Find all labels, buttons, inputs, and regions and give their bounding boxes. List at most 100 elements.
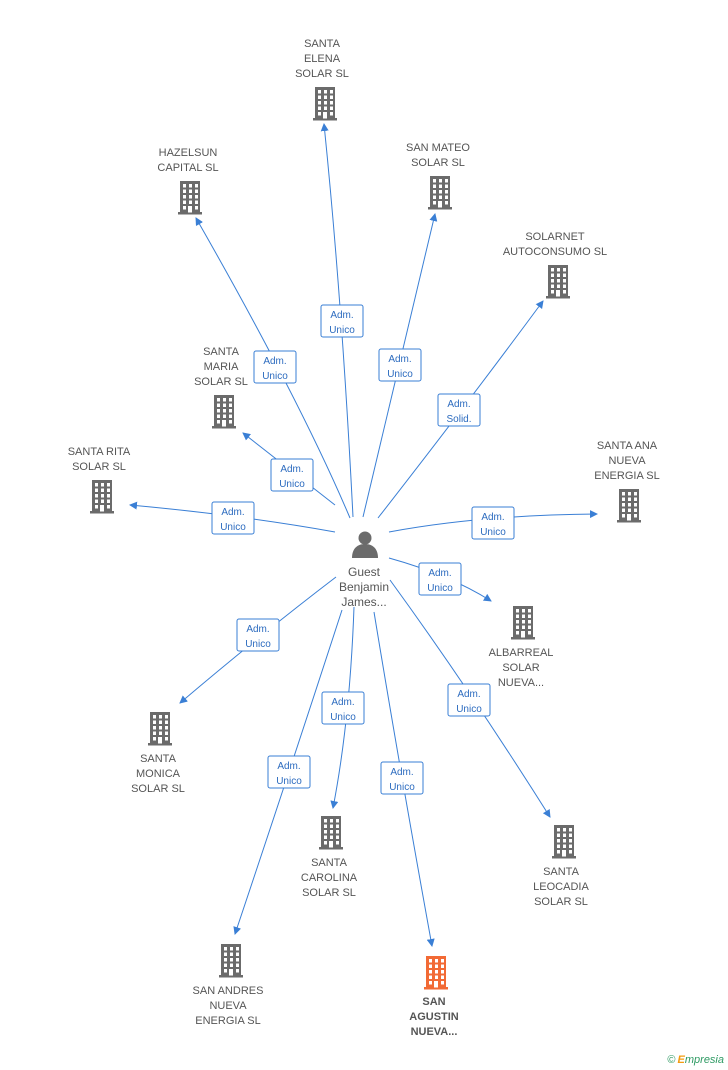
role-label[interactable]: Adm. Unico — [447, 683, 491, 717]
person-label-line-3: James... — [341, 595, 386, 609]
edge-santa-rita: Adm.Unico — [129, 501, 336, 535]
company-label-line-2: AUTOCONSUMO SL — [503, 246, 607, 258]
edge-albarreal: Adm.Unico — [388, 557, 492, 602]
role-label[interactable]: Adm. Unico — [321, 691, 365, 725]
role-label[interactable]: Adm.Unico — [270, 458, 314, 492]
role-label[interactable]: Adm. Unico — [320, 304, 364, 338]
company-label-line-1: SANTA RITA — [68, 446, 131, 458]
edge-santa-carolina: Adm. Unico — [321, 606, 365, 809]
building-icon — [552, 825, 576, 859]
company-node-san-agustin[interactable]: SAN AGUSTIN NUEVA... — [409, 956, 459, 1038]
role-label[interactable]: Adm.Unico — [267, 755, 311, 789]
brand-logo[interactable]: ©Empresia — [667, 1054, 724, 1066]
company-label-line-3: SOLAR SL — [194, 376, 248, 388]
building-icon — [428, 176, 452, 210]
role-label-line-1: Adm. — [388, 354, 411, 365]
role-label-line-2: Unico — [330, 712, 356, 723]
role-label[interactable]: Adm. Unico — [378, 348, 422, 382]
company-label-line-3: ENERGIA SL — [195, 1015, 260, 1027]
edge-santa-monica: Adm. Unico — [179, 576, 337, 704]
role-label-line-1: Adm. — [246, 624, 269, 635]
edge-santa-elena: Adm. Unico — [320, 123, 364, 518]
role-label[interactable]: Adm.Unico — [418, 562, 462, 596]
company-label-line-1: HAZELSUN — [159, 147, 218, 159]
role-label-line-2: Unico — [387, 369, 413, 380]
role-label-line-1: Adm. — [263, 356, 286, 367]
building-icon — [178, 181, 202, 215]
role-label[interactable]: Adm.Unico — [471, 506, 515, 540]
role-label-line-2: Solid. — [446, 414, 471, 425]
role-label-line-1: Adm. — [481, 512, 504, 523]
company-label-line-2: SOLAR SL — [72, 461, 126, 473]
edge-san-agustin: Adm. Unico — [373, 611, 435, 947]
edge-hazelsun: Adm. Unico — [195, 217, 351, 519]
role-label[interactable]: Adm.Unico — [211, 501, 255, 535]
role-label[interactable]: Adm. Unico — [380, 761, 424, 795]
role-label-line-2: Unico — [279, 479, 305, 490]
edge-santa-maria: Adm.Unico — [242, 432, 336, 506]
building-icon — [148, 712, 172, 746]
company-label-line-3: SOLAR SL — [534, 896, 588, 908]
edge-san-mateo: Adm. Unico — [362, 213, 438, 518]
building-icon — [424, 956, 448, 990]
person-node[interactable]: Guest Benjamin James... — [339, 531, 389, 610]
building-icon — [313, 87, 337, 121]
role-label[interactable]: Adm. Solid. — [437, 393, 481, 427]
company-label-line-1: SANTA — [543, 866, 580, 878]
company-label-line-2: AGUSTIN — [409, 1011, 459, 1023]
company-node-albarreal[interactable]: ALBARREALSOLARNUEVA... — [489, 606, 554, 689]
building-icon — [617, 489, 641, 523]
role-label-line-1: Adm. — [331, 697, 354, 708]
company-label-line-1: SOLARNET — [525, 231, 585, 243]
brand-name: mpresia — [684, 1054, 724, 1066]
company-node-solarnet[interactable]: SOLARNET AUTOCONSUMO SL — [503, 231, 607, 299]
role-label-line-2: Unico — [245, 639, 271, 650]
company-label-line-2: MONICA — [136, 768, 181, 780]
company-label-line-3: NUEVA... — [411, 1026, 458, 1038]
role-label-line-2: Unico — [329, 325, 355, 336]
person-label-line-1: Guest — [348, 565, 381, 579]
role-label-line-1: Adm. — [447, 399, 470, 410]
role-label-line-2: Unico — [220, 522, 246, 533]
company-label-line-2: SOLAR — [502, 662, 539, 674]
role-label[interactable]: Adm. Unico — [236, 618, 280, 652]
building-icon — [219, 944, 243, 978]
role-label-line-1: Adm. — [457, 689, 480, 700]
brand-initial: E — [677, 1054, 685, 1066]
edge-solarnet: Adm. Solid. — [377, 300, 544, 519]
role-label-line-2: Unico — [262, 371, 288, 382]
building-icon — [90, 480, 114, 514]
company-label-line-1: SAN — [422, 996, 445, 1008]
company-label-line-1: SANTA — [203, 346, 240, 358]
role-label-line-2: Unico — [389, 782, 415, 793]
edge-santa-leocadia: Adm. Unico — [389, 579, 551, 818]
building-icon — [212, 395, 236, 429]
role-label-line-1: Adm. — [277, 761, 300, 772]
building-icon — [511, 606, 535, 640]
role-label[interactable]: Adm. Unico — [253, 350, 297, 384]
company-label-line-1: SAN ANDRES — [193, 985, 264, 997]
company-label-line-3: SOLAR SL — [295, 68, 349, 80]
building-icon — [546, 265, 570, 299]
company-node-hazelsun[interactable]: HAZELSUN CAPITAL SL — [157, 147, 219, 215]
company-label-line-3: ENERGIA SL — [594, 470, 659, 482]
copyright-icon: © — [667, 1054, 676, 1066]
company-node-santa-rita[interactable]: SANTA RITA SOLAR SL — [68, 446, 131, 514]
company-label-line-2: LEOCADIA — [533, 881, 589, 893]
role-label-line-1: Adm. — [330, 310, 353, 321]
role-label-line-2: Unico — [456, 704, 482, 715]
company-label-line-2: CAPITAL SL — [157, 162, 218, 174]
company-node-santa-leocadia[interactable]: SANTA LEOCADIA SOLAR SL — [533, 825, 589, 908]
person-label-line-2: Benjamin — [339, 580, 389, 594]
role-label-line-1: Adm. — [390, 767, 413, 778]
role-label-line-2: Unico — [427, 583, 453, 594]
company-label-line-1: SANTA — [140, 753, 177, 765]
